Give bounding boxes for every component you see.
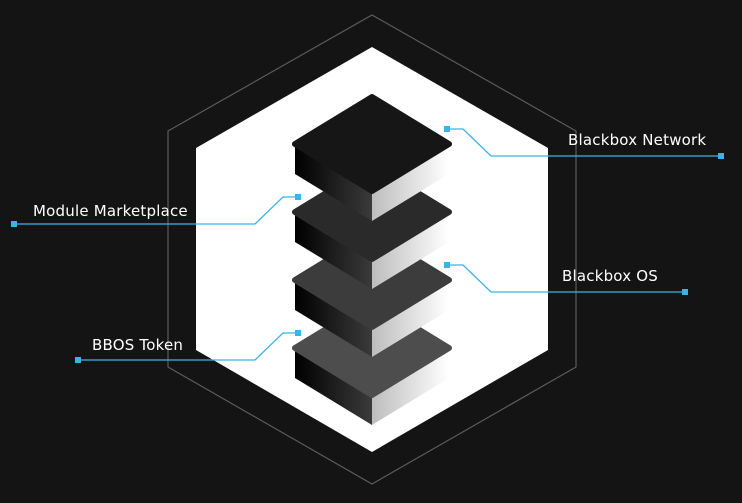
- stack-layer-1: [292, 94, 452, 221]
- layer-top-face: [292, 94, 452, 194]
- connector-end-dot: [75, 357, 81, 363]
- layer-left-face: [295, 348, 372, 425]
- label-module-marketplace: Module Marketplace: [33, 202, 188, 220]
- connector-line: [14, 196, 298, 225]
- layer-left-face: [295, 280, 372, 357]
- layer-right-face: [372, 144, 449, 221]
- layer-right-face: [372, 348, 449, 425]
- connector-line: [78, 332, 298, 361]
- connector-end-dot: [11, 221, 17, 227]
- connector-start-dot: [444, 262, 450, 268]
- label-blackbox-os: Blackbox OS: [562, 267, 658, 285]
- connector-end-dot: [682, 289, 688, 295]
- outer-hexagon: [167, 14, 577, 485]
- connector-start-dot: [444, 126, 450, 132]
- connector-1: [444, 126, 724, 159]
- connector-end-dot: [718, 153, 724, 159]
- label-blackbox-network: Blackbox Network: [568, 131, 707, 149]
- layer-left-face: [295, 144, 372, 221]
- layer-right-face: [372, 212, 449, 289]
- connector-line: [447, 264, 685, 293]
- layer-left-face: [295, 212, 372, 289]
- connector-start-dot: [295, 194, 301, 200]
- connector-start-dot: [295, 330, 301, 336]
- label-bbos-token: BBOS Token: [92, 336, 184, 354]
- connector-2: [11, 194, 301, 227]
- connector-3: [444, 262, 688, 295]
- layer-right-face: [372, 280, 449, 357]
- connector-4: [75, 330, 301, 363]
- connector-line: [447, 128, 721, 157]
